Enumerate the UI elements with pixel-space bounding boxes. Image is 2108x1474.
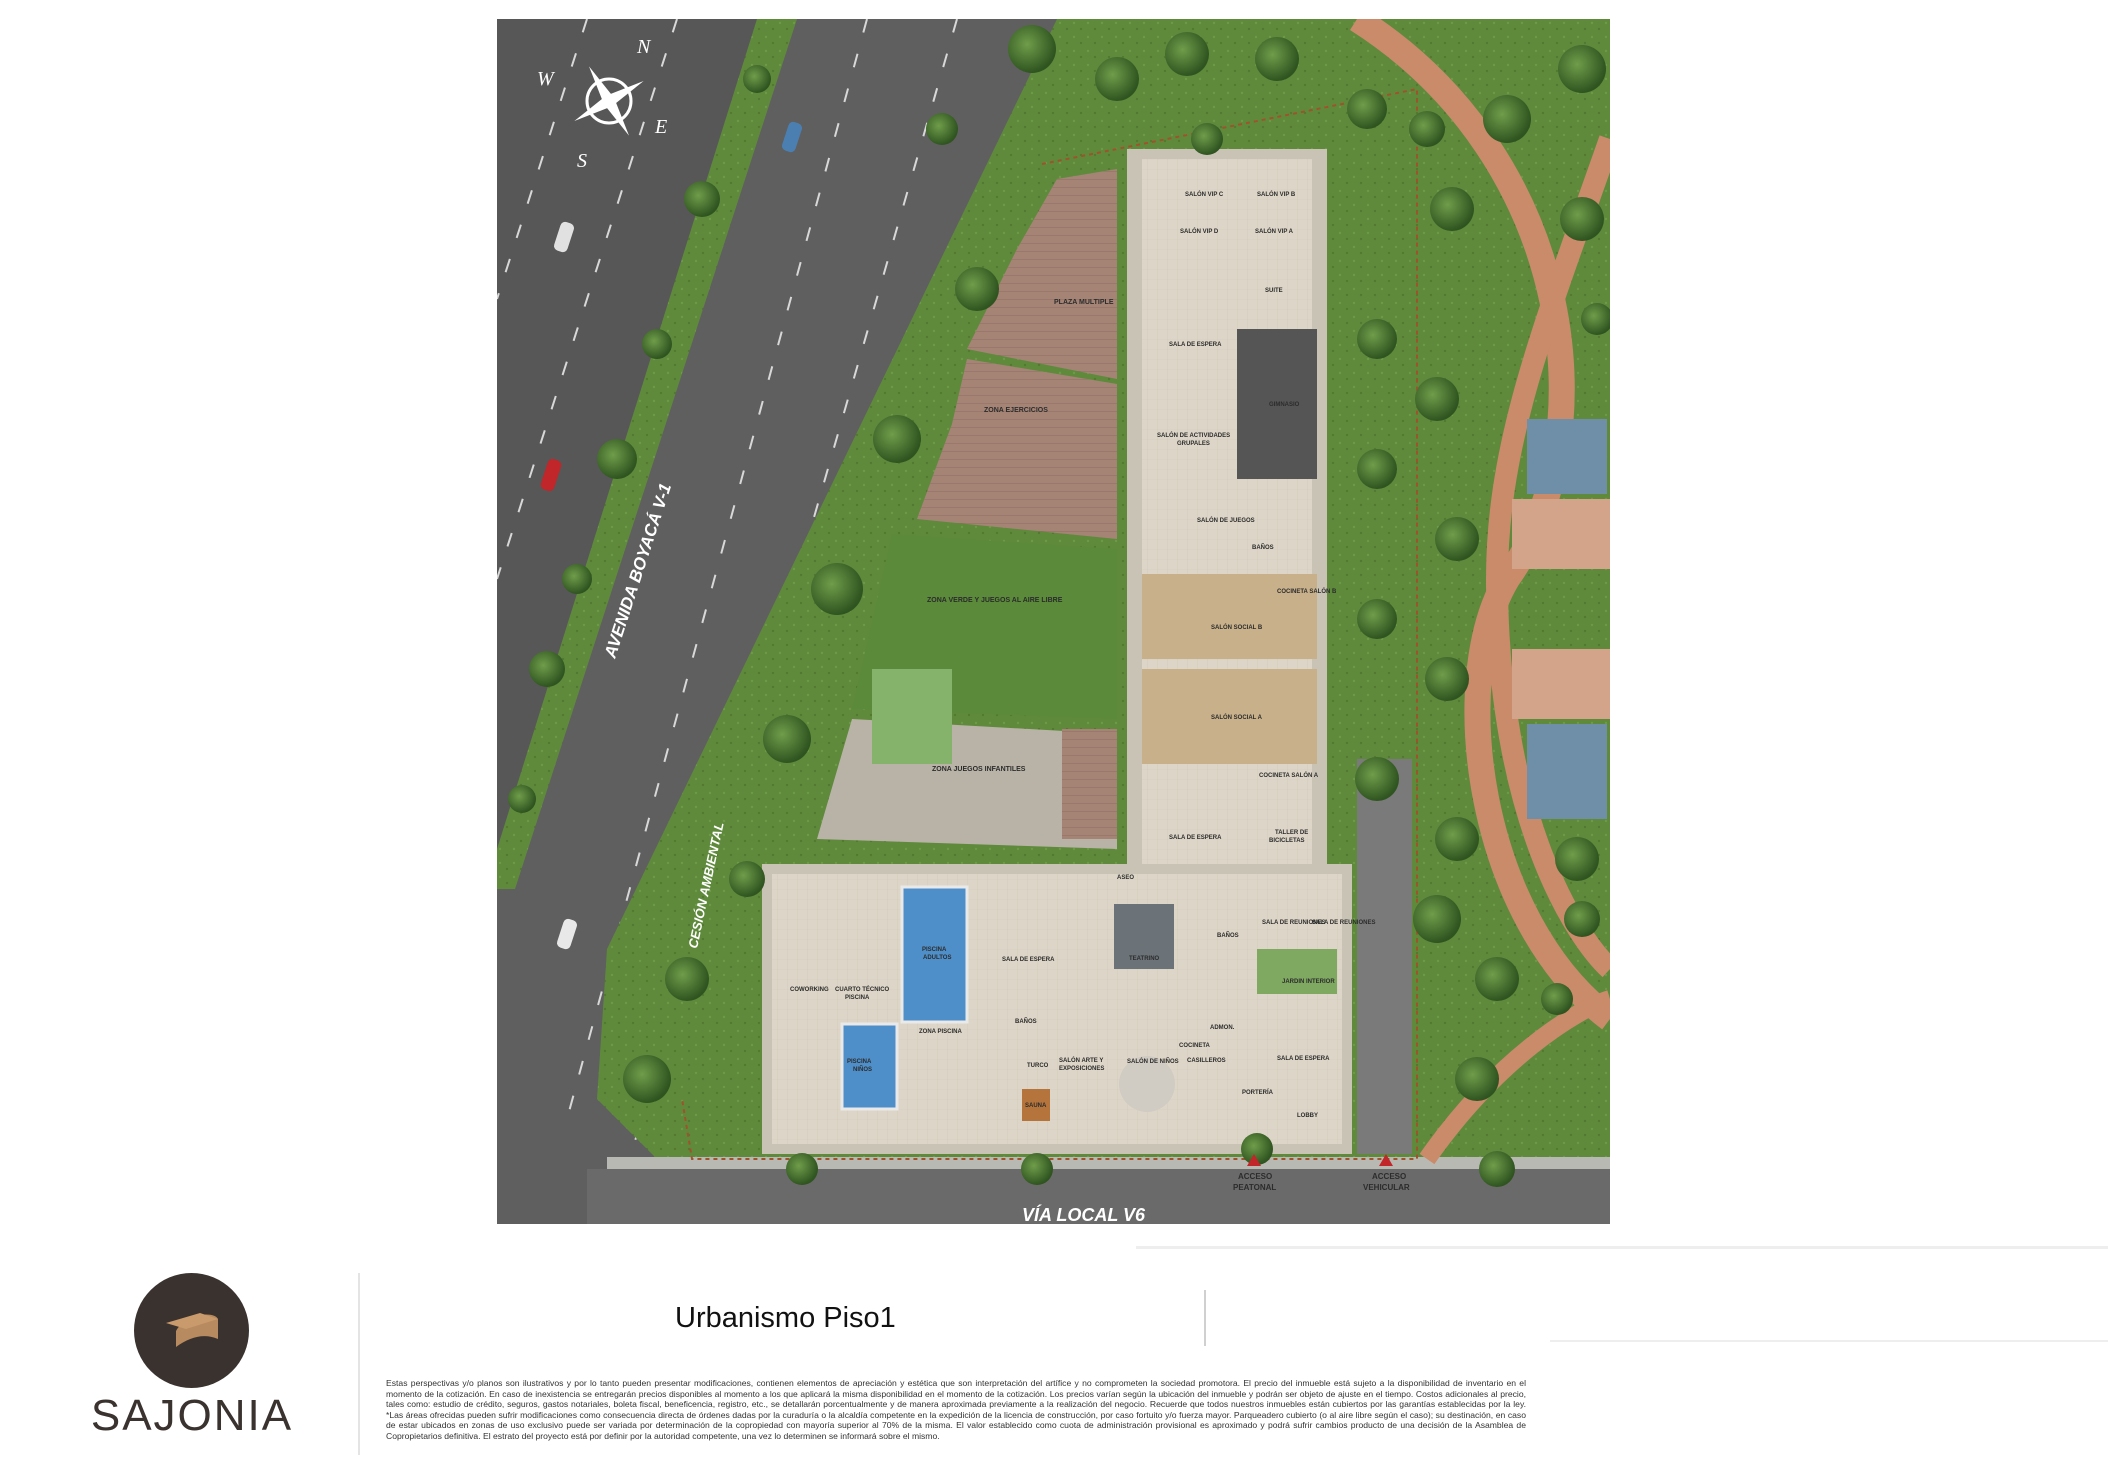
label-salon-arte-1: SALÓN ARTE Y xyxy=(1059,1056,1103,1064)
label-salon-vip-a: SALÓN VIP A xyxy=(1255,227,1294,235)
label-zona-ejercicios: ZONA EJERCICIOS xyxy=(984,407,1048,414)
label-gimnasio: GIMNASIO xyxy=(1269,402,1300,408)
footer-divider xyxy=(358,1273,360,1455)
label-sala-espera-1: SALA DE ESPERA xyxy=(1169,342,1222,348)
label-sala-reuniones-2: SALA DE REUNIONES xyxy=(1312,920,1375,926)
label-admon: ADMON. xyxy=(1210,1025,1235,1031)
label-salon-vip-d: SALÓN VIP D xyxy=(1180,227,1219,235)
label-salon-vip-b: SALÓN VIP B xyxy=(1257,190,1296,198)
juegos-deck xyxy=(1062,729,1117,839)
label-coworking: COWORKING xyxy=(790,987,829,993)
label-teatrino: TEATRINO xyxy=(1129,956,1160,962)
plan-title: Urbanismo Piso1 xyxy=(675,1302,896,1334)
salon-ninos-circle xyxy=(1119,1056,1175,1112)
label-salon-arte-2: EXPOSICIONES xyxy=(1059,1066,1104,1072)
park-plaza-2 xyxy=(1512,649,1610,719)
label-banos-3: BAÑOS xyxy=(1015,1018,1037,1025)
vehicular-ramp xyxy=(1357,759,1412,1154)
teatrino-floor xyxy=(1114,904,1174,969)
pedestrian-access-marker xyxy=(1247,1154,1261,1166)
label-piscina-ninos-1: PISCINA xyxy=(847,1059,872,1065)
label-piscina-adultos-1: PISCINA xyxy=(922,947,947,953)
label-cocineta-2: COCINETA SALÓN A xyxy=(1259,771,1319,779)
compass-w: W xyxy=(537,68,556,90)
label-cuarto-tecnico-2: PISCINA xyxy=(845,995,870,1001)
label-salon-social-a: SALÓN SOCIAL A xyxy=(1211,713,1263,721)
label-zona-verde: ZONA VERDE Y JUEGOS AL AIRE LIBRE xyxy=(927,597,1063,604)
label-lobby: LOBBY xyxy=(1297,1113,1318,1119)
park-plaza-1 xyxy=(1512,499,1610,569)
park-court-2 xyxy=(1527,724,1607,819)
label-plaza-multiple: PLAZA MULTIPLE xyxy=(1054,299,1114,306)
acceso-vehicular-2: VEHICULAR xyxy=(1363,1183,1410,1192)
label-taller-2: BICICLETAS xyxy=(1269,838,1305,844)
title-rule xyxy=(1204,1290,1206,1346)
label-salon-actividades-1: SALÓN DE ACTIVIDADES xyxy=(1157,431,1230,439)
salon-social-a-floor xyxy=(1142,669,1317,764)
compass-e: E xyxy=(654,116,667,138)
local-road xyxy=(587,1169,1610,1224)
label-cocineta-1: COCINETA SALÓN B xyxy=(1277,587,1337,595)
footer-right-rule xyxy=(1550,1340,2108,1342)
label-piscina-ninos-2: NIÑOS xyxy=(853,1066,872,1073)
brand-block: SAJONIA xyxy=(24,1273,360,1453)
jardin-interior-floor xyxy=(1257,949,1337,994)
compass-rose xyxy=(574,66,644,136)
label-cuarto-tecnico-1: CUARTO TÉCNICO xyxy=(835,985,890,993)
label-piscina-adultos-2: ADULTOS xyxy=(923,955,951,961)
park-path-bottom xyxy=(1419,990,1610,1165)
avenue-median xyxy=(497,19,797,889)
plaza-multiple-area xyxy=(967,169,1117,379)
label-casilleros: CASILLEROS xyxy=(1187,1058,1226,1064)
label-zona-juegos-infantiles: ZONA JUEGOS INFANTILES xyxy=(932,766,1026,773)
label-banos-2: BAÑOS xyxy=(1217,932,1239,939)
label-salon-social-b: SALÓN SOCIAL B xyxy=(1211,623,1263,631)
label-turco: TURCO xyxy=(1027,1063,1049,1069)
label-banos-1: BAÑOS xyxy=(1252,544,1274,551)
park-court-1 xyxy=(1527,419,1607,494)
label-taller-1: TALLER DE xyxy=(1275,830,1308,836)
footer-top-rule xyxy=(1136,1246,2108,1249)
label-salon-juegos: SALÓN DE JUEGOS xyxy=(1197,516,1255,524)
sauna-floor xyxy=(1022,1089,1050,1121)
vehicular-access-marker xyxy=(1379,1154,1393,1166)
label-sala-espera-4: SALA DE ESPERA xyxy=(1277,1056,1330,1062)
label-sauna: SAUNA xyxy=(1025,1103,1047,1109)
label-salon-actividades-2: GRUPALES xyxy=(1177,441,1210,447)
local-road-label: VÍA LOCAL V6 xyxy=(1022,1204,1146,1224)
site-plan: N E S W AVENIDA BOYACÁ V-1 CESIÓN AMBIEN… xyxy=(497,19,1610,1224)
gym-floor xyxy=(1237,329,1317,479)
label-cocineta-3: COCINETA xyxy=(1179,1043,1211,1049)
label-salon-ninos: SALÓN DE NIÑOS xyxy=(1127,1057,1179,1065)
acceso-vehicular-1: ACCESO xyxy=(1372,1172,1406,1181)
lane-markings xyxy=(497,19,958,1170)
label-zona-piscina: ZONA PISCINA xyxy=(919,1029,962,1035)
legal-disclaimer: Estas perspectivas y/o planos son ilustr… xyxy=(386,1378,1526,1441)
tree-canopy xyxy=(508,25,1610,1187)
label-sala-espera-2: SALA DE ESPERA xyxy=(1169,835,1222,841)
pool-kids xyxy=(840,1022,899,1111)
label-porteria: PORTERÍA xyxy=(1242,1088,1274,1096)
acceso-peatonal-2: PEATONAL xyxy=(1233,1183,1276,1192)
brand-name: SAJONIA xyxy=(90,1391,294,1440)
label-sala-espera-3: SALA DE ESPERA xyxy=(1002,957,1055,963)
acceso-peatonal-1: ACCESO xyxy=(1238,1172,1272,1181)
compass-s: S xyxy=(577,150,587,172)
playground-mat xyxy=(872,669,952,764)
label-suite: SUITE xyxy=(1265,288,1283,294)
salon-social-b-floor xyxy=(1142,574,1317,659)
compass-n: N xyxy=(636,36,652,58)
sajonia-logo xyxy=(134,1273,249,1388)
cars xyxy=(540,121,802,950)
zona-ejercicios-area xyxy=(917,359,1117,539)
pool-adults xyxy=(900,885,969,1024)
label-salon-vip-c: SALÓN VIP C xyxy=(1185,190,1224,198)
label-jardin-interior: JARDIN INTERIOR xyxy=(1282,979,1335,985)
label-aseo: ASEO xyxy=(1117,875,1134,881)
label-sala-reuniones-1: SALA DE REUNIONES xyxy=(1262,920,1325,926)
